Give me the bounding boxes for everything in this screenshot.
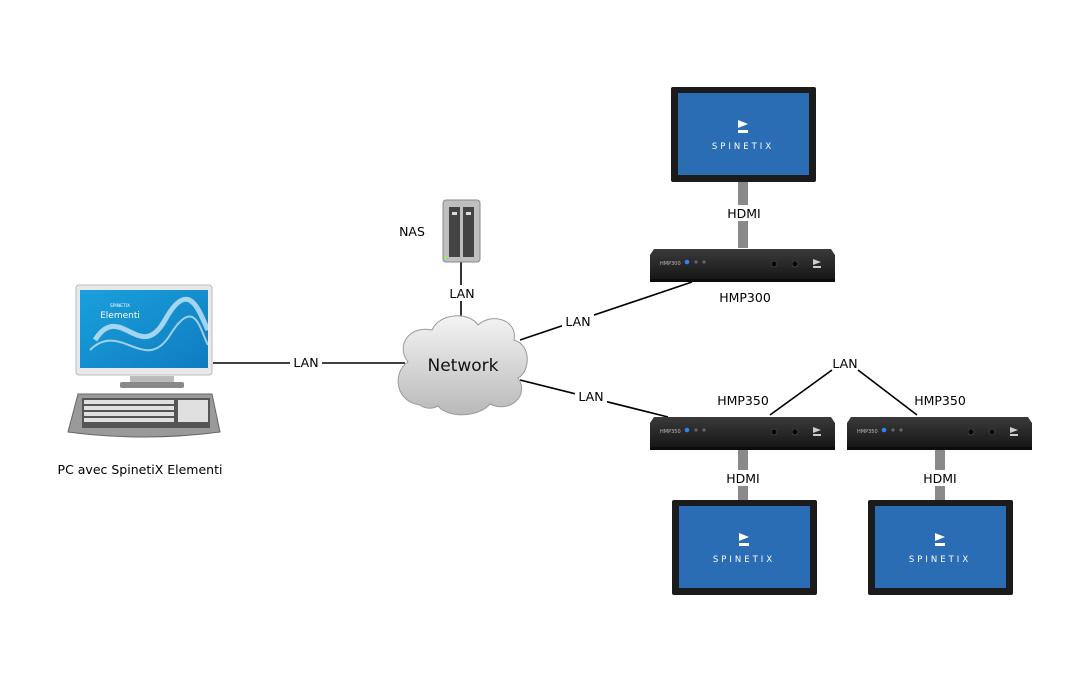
pc-screen-brand: SPINETIX: [110, 303, 130, 309]
pc-label: PC avec SpinetiX Elementi: [58, 462, 223, 477]
link-label-network-hmp300: LAN: [565, 314, 590, 329]
hmp350-left-label: HMP350: [717, 393, 769, 408]
nas-label: NAS: [399, 224, 425, 239]
display-bottom-left-brand: SPINETIX: [713, 555, 775, 565]
link-network-hmp300: [519, 281, 693, 341]
display-bottom-right-brand: SPINETIX: [909, 555, 971, 565]
display-top: SPINETIX: [671, 87, 816, 182]
hmp300-label: HMP300: [719, 290, 771, 305]
display-bottom-left: SPINETIX: [672, 500, 817, 595]
nas-device: [442, 199, 481, 263]
hmp300-device: HMP300: [649, 248, 836, 283]
link-label-hmp350-right-display: HDMI: [923, 471, 957, 486]
network-cloud: [397, 315, 528, 416]
pc-workstation: SPINETIX Elementi: [67, 284, 221, 438]
display-bottom-right: SPINETIX: [868, 500, 1013, 595]
pc-screen-product: Elementi: [100, 311, 140, 321]
link-labels: LAN LAN LAN LAN LAN HDMI HDMI HDMI: [290, 205, 962, 486]
hmp350-right-label: HMP350: [914, 393, 966, 408]
link-label-network-hmp350: LAN: [578, 389, 603, 404]
link-label-nas-network: LAN: [449, 286, 474, 301]
display-top-brand: SPINETIX: [712, 142, 774, 152]
hdmi-cables: [738, 182, 945, 502]
network-label: Network: [428, 356, 499, 376]
link-label-hmp300-display: HDMI: [727, 206, 761, 221]
link-hmp350-b: [857, 369, 918, 416]
hmp350-right-badge: HMP350: [857, 429, 878, 435]
hmp350-right-device: HMP350: [846, 416, 1033, 451]
hmp350-left-badge: HMP350: [660, 429, 681, 435]
link-label-hmp350-hmp350: LAN: [832, 356, 857, 371]
link-hmp350-a: [769, 369, 833, 416]
link-label-hmp350-left-display: HDMI: [726, 471, 760, 486]
hmp350-left-device: HMP350: [649, 416, 836, 451]
hmp300-badge: HMP300: [660, 261, 681, 267]
links: [213, 262, 918, 418]
link-label-pc-network: LAN: [293, 355, 318, 370]
